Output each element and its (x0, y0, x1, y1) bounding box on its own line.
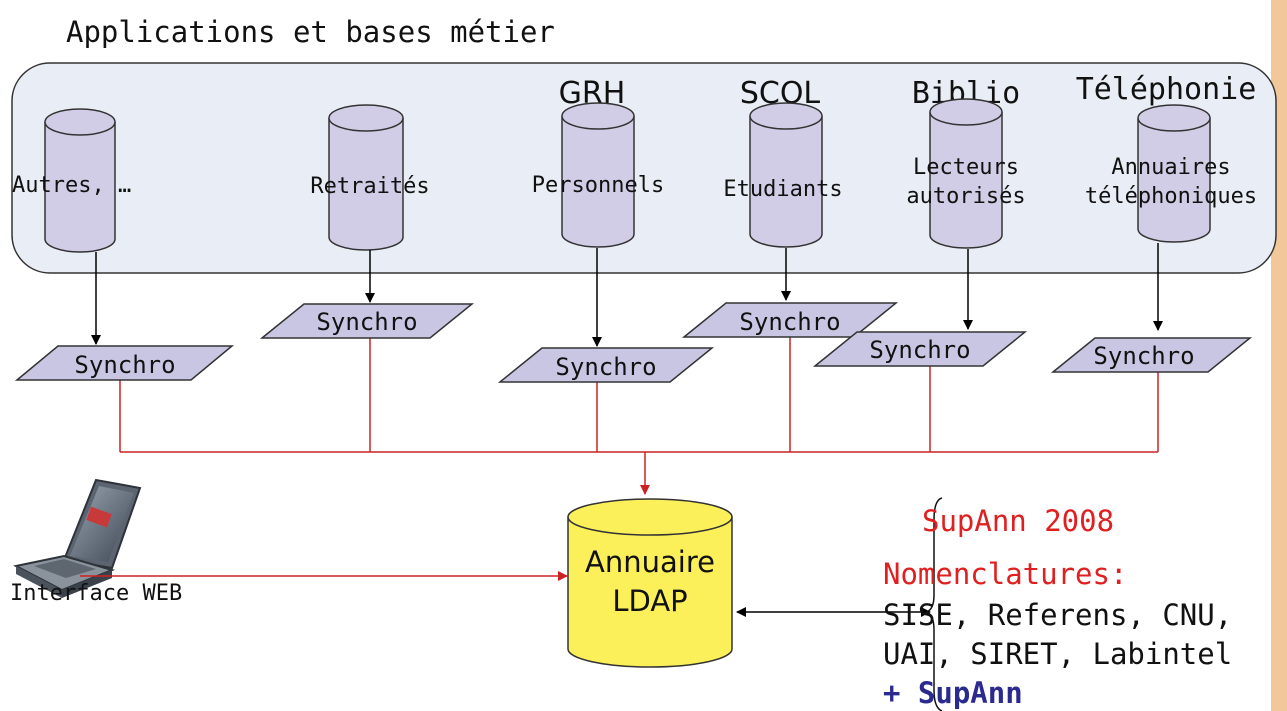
synchro-label: Synchro (1093, 342, 1194, 370)
laptop-icon (13, 478, 142, 598)
supann-bracket (925, 497, 943, 711)
nomenclatures-line2: UAI, SIRET, Labintel (883, 637, 1232, 671)
web-interface-label: Interface WEB (10, 581, 182, 606)
synchro-label: Synchro (316, 308, 417, 336)
database-cylinder-top (561, 102, 635, 130)
synchro-bus (119, 337, 1159, 453)
database-label: Etudiants (723, 177, 842, 202)
synchro-box (812, 331, 1028, 367)
synchro-label: Synchro (869, 336, 970, 364)
synchro-box (14, 345, 235, 381)
supann-title: SupAnn 2008 (922, 504, 1114, 538)
database-cylinder (749, 116, 823, 248)
ldap-label-line2: LDAP (612, 584, 687, 618)
database-cylinder-top (749, 102, 823, 130)
database-cylinder (1137, 118, 1211, 243)
nomenclatures-line1: SISE, Referens, CNU, (883, 598, 1232, 632)
database-label-line2: autorisés (906, 184, 1025, 209)
page-title: Applications et bases métier (66, 15, 555, 49)
app-header: Téléphonie (1076, 72, 1257, 107)
database-cylinder-top (929, 98, 1003, 126)
database-cylinder (44, 122, 116, 253)
app-autres: Autres, … Synchro (12, 108, 235, 381)
nomenclatures-line3: + SupAnn (883, 676, 1023, 710)
synchro-box (681, 302, 899, 338)
synchro-box (497, 347, 715, 383)
database-cylinder (561, 116, 635, 248)
synchro-label: Synchro (555, 353, 656, 381)
nomenclatures-label: Nomenclatures: (883, 557, 1127, 591)
database-label: Autres, … (12, 173, 131, 198)
database-label-line1: Annuaires (1111, 155, 1230, 180)
database-label: Retraités (310, 174, 429, 199)
database-cylinder (328, 118, 404, 251)
database-label-line2: téléphoniques (1085, 184, 1257, 209)
database-cylinder-top (1137, 104, 1211, 132)
database-label-line1: Lecteurs (913, 155, 1019, 180)
app-scol: SCOL Etudiants Synchro (681, 76, 899, 338)
synchro-label: Synchro (74, 351, 175, 379)
database-label: Personnels (532, 173, 664, 198)
app-telephonie: Téléphonie Annuaires téléphoniques Synch… (1050, 72, 1257, 373)
app-grh: GRH Personnels Synchro (497, 76, 715, 383)
ldap-directory: Annuaire LDAP (567, 498, 733, 668)
synchro-box (1050, 337, 1253, 373)
synchro-box (259, 303, 475, 339)
app-biblio: Biblio Lecteurs autorisés Synchro (812, 76, 1028, 367)
ldap-label-line1: Annuaire (585, 545, 715, 579)
database-cylinder (929, 112, 1003, 249)
synchro-label: Synchro (739, 308, 840, 336)
database-cylinder-top (44, 108, 116, 136)
app-retraites: Retraités Synchro (259, 104, 475, 339)
database-cylinder-top (328, 104, 404, 132)
